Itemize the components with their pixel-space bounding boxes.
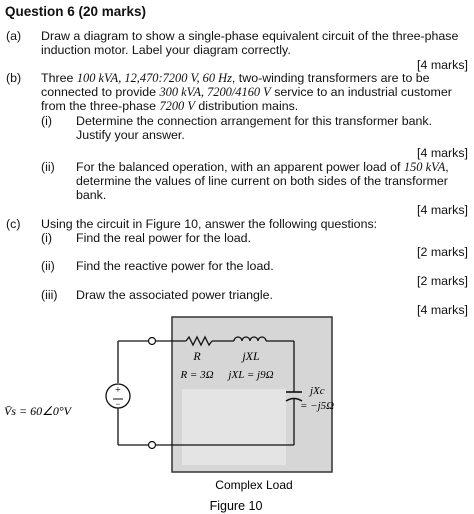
part-b-i-line1: Determine the connection arrangement for… (76, 114, 433, 128)
part-b-i-marks: [4 marks] (417, 146, 468, 160)
inductor-value-label: jXL = j9Ω (226, 369, 273, 381)
part-c-ii-marks: [2 marks] (417, 274, 468, 288)
part-b-i-label: (i) (41, 114, 53, 128)
resistor-symbol-label: R (192, 349, 201, 363)
part-a-marks: [4 marks] (417, 58, 468, 72)
complex-load-label: Complex Load (215, 478, 292, 492)
source-plus: + (115, 385, 121, 396)
circuit-figure: + − R R = 3Ω jXL jXL = j9Ω jXc = −j5Ω V̄… (4, 316, 334, 513)
inductor-symbol (233, 336, 267, 342)
part-b-ii-line2: determine the values of line current on … (76, 174, 448, 188)
part-c-iii-marks: [4 marks] (417, 303, 468, 317)
source-minus: − (115, 399, 120, 409)
part-b-line1: Three 100 kVA, 12,470:7200 V, 60 Hz, two… (41, 71, 430, 85)
resistor-value-label: R = 3Ω (179, 369, 213, 381)
part-c-iii-label: (iii) (41, 288, 58, 302)
capacitor-symbol-label: jXc (308, 385, 325, 397)
part-c-label: (c) (6, 217, 21, 231)
source-voltage-label: V̄s = 60∠0°V (4, 404, 73, 418)
capacitor-value-label: = −j5Ω (300, 400, 334, 412)
part-b-label: (b) (6, 71, 22, 85)
part-b-line2: connected to provide 300 kVA, 7200/4160 … (41, 85, 452, 99)
question-title: Question 6 (20 marks) (5, 4, 147, 19)
part-c-ii-label: (ii) (41, 259, 55, 273)
load-inner-area (182, 389, 286, 465)
part-c-ii-text: Find the reactive power for the load. (76, 259, 274, 273)
part-c-i-label: (i) (41, 231, 53, 245)
part-c-i-marks: [2 marks] (417, 245, 468, 259)
part-c-iii-text: Draw the associated power triangle. (76, 288, 273, 302)
part-b-i-line2: Justify your answer. (76, 128, 185, 142)
part-b-ii-line1: For the balanced operation, with an appa… (76, 160, 449, 174)
resistor-symbol (185, 335, 213, 347)
inductor-symbol-label: jXL (240, 349, 260, 363)
terminal-top (147, 336, 157, 346)
part-a-line1: Draw a diagram to show a single-phase eq… (41, 29, 459, 43)
part-b-line3: from the three-phase 7200 V distribution… (41, 99, 299, 113)
figure-caption: Figure 10 (210, 499, 263, 513)
terminal-bottom (147, 440, 157, 450)
part-a-label: (a) (6, 29, 22, 43)
part-b-ii-marks: [4 marks] (417, 203, 468, 217)
part-a-line2: induction motor. Label your diagram corr… (41, 43, 291, 57)
capacitor-plate-bottom (285, 397, 303, 402)
part-c-i-text: Find the real power for the load. (76, 231, 251, 245)
part-b-ii-label: (ii) (41, 160, 55, 174)
part-c-intro: Using the circuit in Figure 10, answer t… (41, 217, 378, 231)
part-b-ii-line3: bank. (76, 188, 107, 202)
